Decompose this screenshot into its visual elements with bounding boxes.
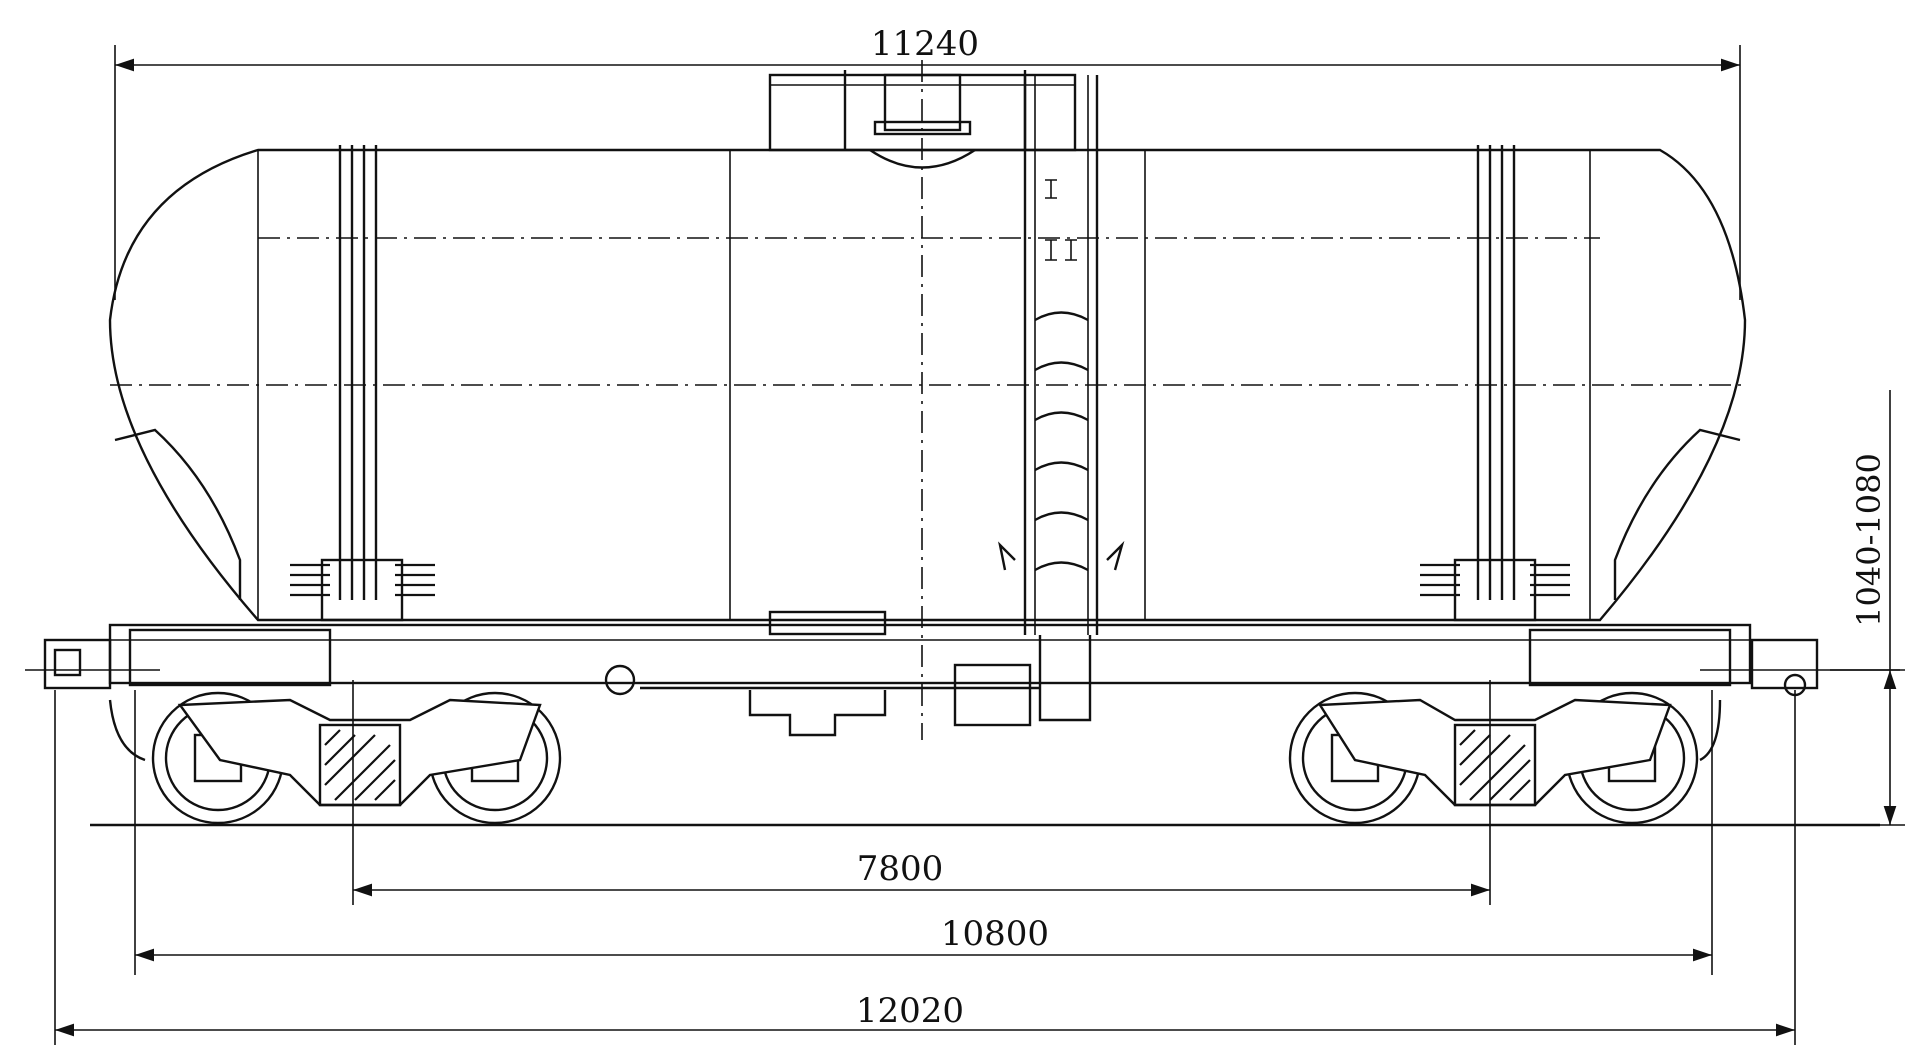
underframe	[108, 610, 1752, 737]
bogie-left	[151, 691, 562, 825]
bogie-right	[1288, 691, 1699, 825]
dimension-coupler-axes: 10800	[134, 690, 1713, 975]
dim-7800-label: 7800	[857, 849, 944, 889]
dimension-coupler-height: 1040-1080	[1830, 390, 1905, 826]
ladder	[998, 75, 1125, 722]
dome	[768, 70, 1077, 169]
dimension-base: 7800	[352, 680, 1491, 905]
coupler-left	[25, 638, 160, 762]
dim-11240-label: 11240	[871, 24, 979, 64]
dimension-tank-length: 11240	[114, 24, 1741, 300]
dimension-overall-length: 12020	[54, 690, 1796, 1045]
dim-12020-label: 12020	[856, 991, 964, 1031]
tie-band-left	[290, 145, 435, 622]
tank-body	[108, 60, 1747, 740]
tie-band-right	[1420, 145, 1570, 622]
dim-1040-1080-label: 1040-1080	[1850, 453, 1888, 627]
dim-10800-label: 10800	[941, 914, 1049, 954]
